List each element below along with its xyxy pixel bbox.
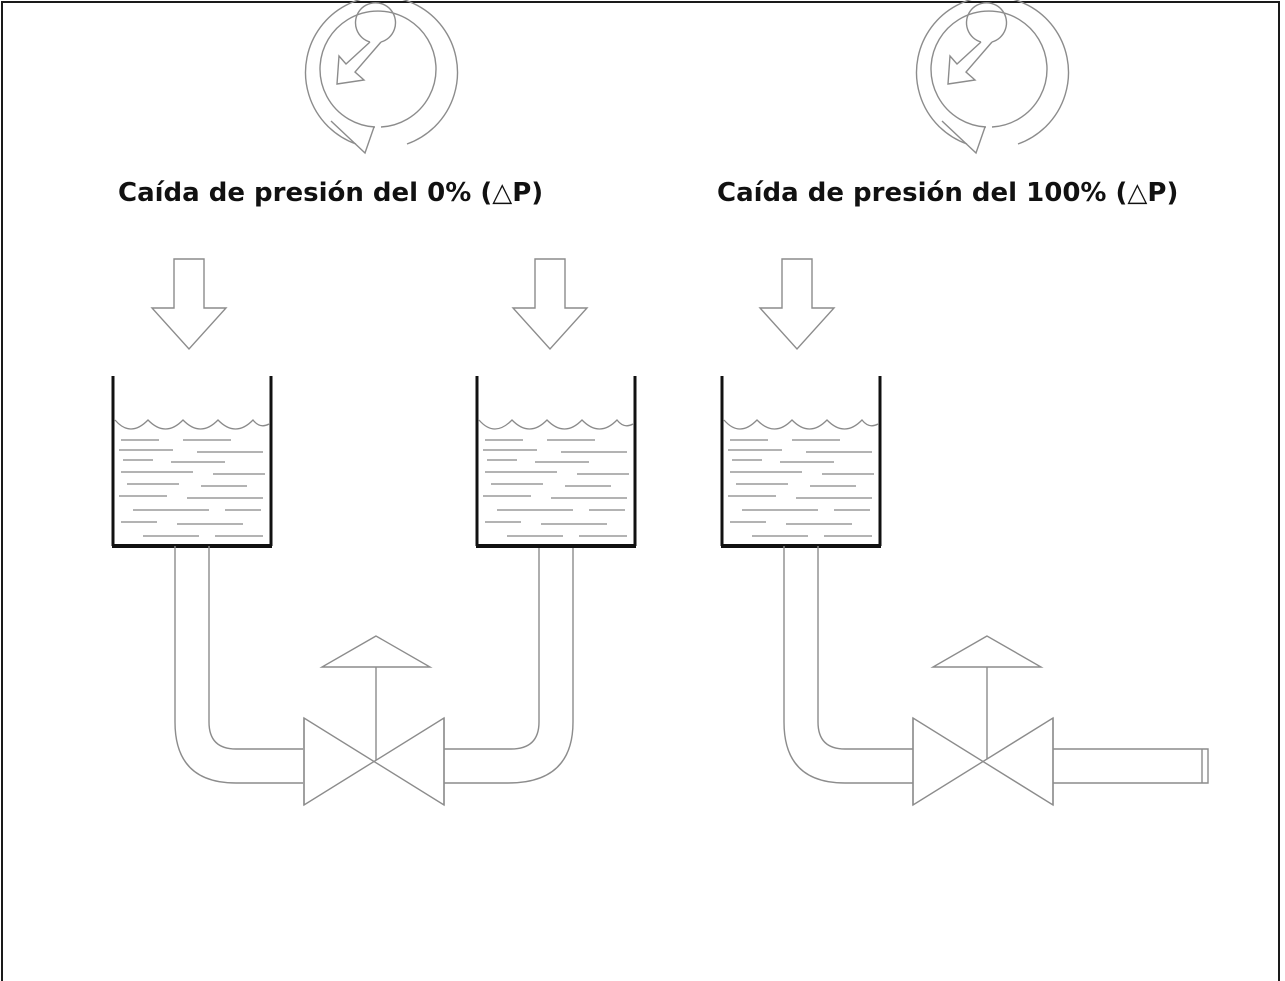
down-arrow-icon — [151, 258, 227, 350]
pipe-icon — [174, 546, 303, 784]
down-arrow-icon — [512, 258, 588, 350]
rotation-arrow-icon — [304, 0, 459, 154]
panel-right — [719, 0, 1209, 806]
pipe-icon — [783, 546, 913, 784]
panel-title-0-percent: Caída de presión del 0% (△P) — [118, 178, 544, 208]
panel-title-100-percent: Caída de presión del 100% (△P) — [717, 178, 1179, 208]
pipe-icon — [1053, 748, 1209, 784]
panel-left — [110, 0, 638, 806]
tank-icon — [719, 374, 883, 548]
tank-icon — [110, 374, 274, 548]
pipe-icon — [444, 546, 574, 784]
down-arrow-icon — [759, 258, 835, 350]
gate-valve-icon — [912, 717, 1054, 806]
rotation-arrow-icon — [915, 0, 1070, 154]
tank-icon — [474, 374, 638, 548]
gate-valve-icon — [303, 717, 445, 806]
